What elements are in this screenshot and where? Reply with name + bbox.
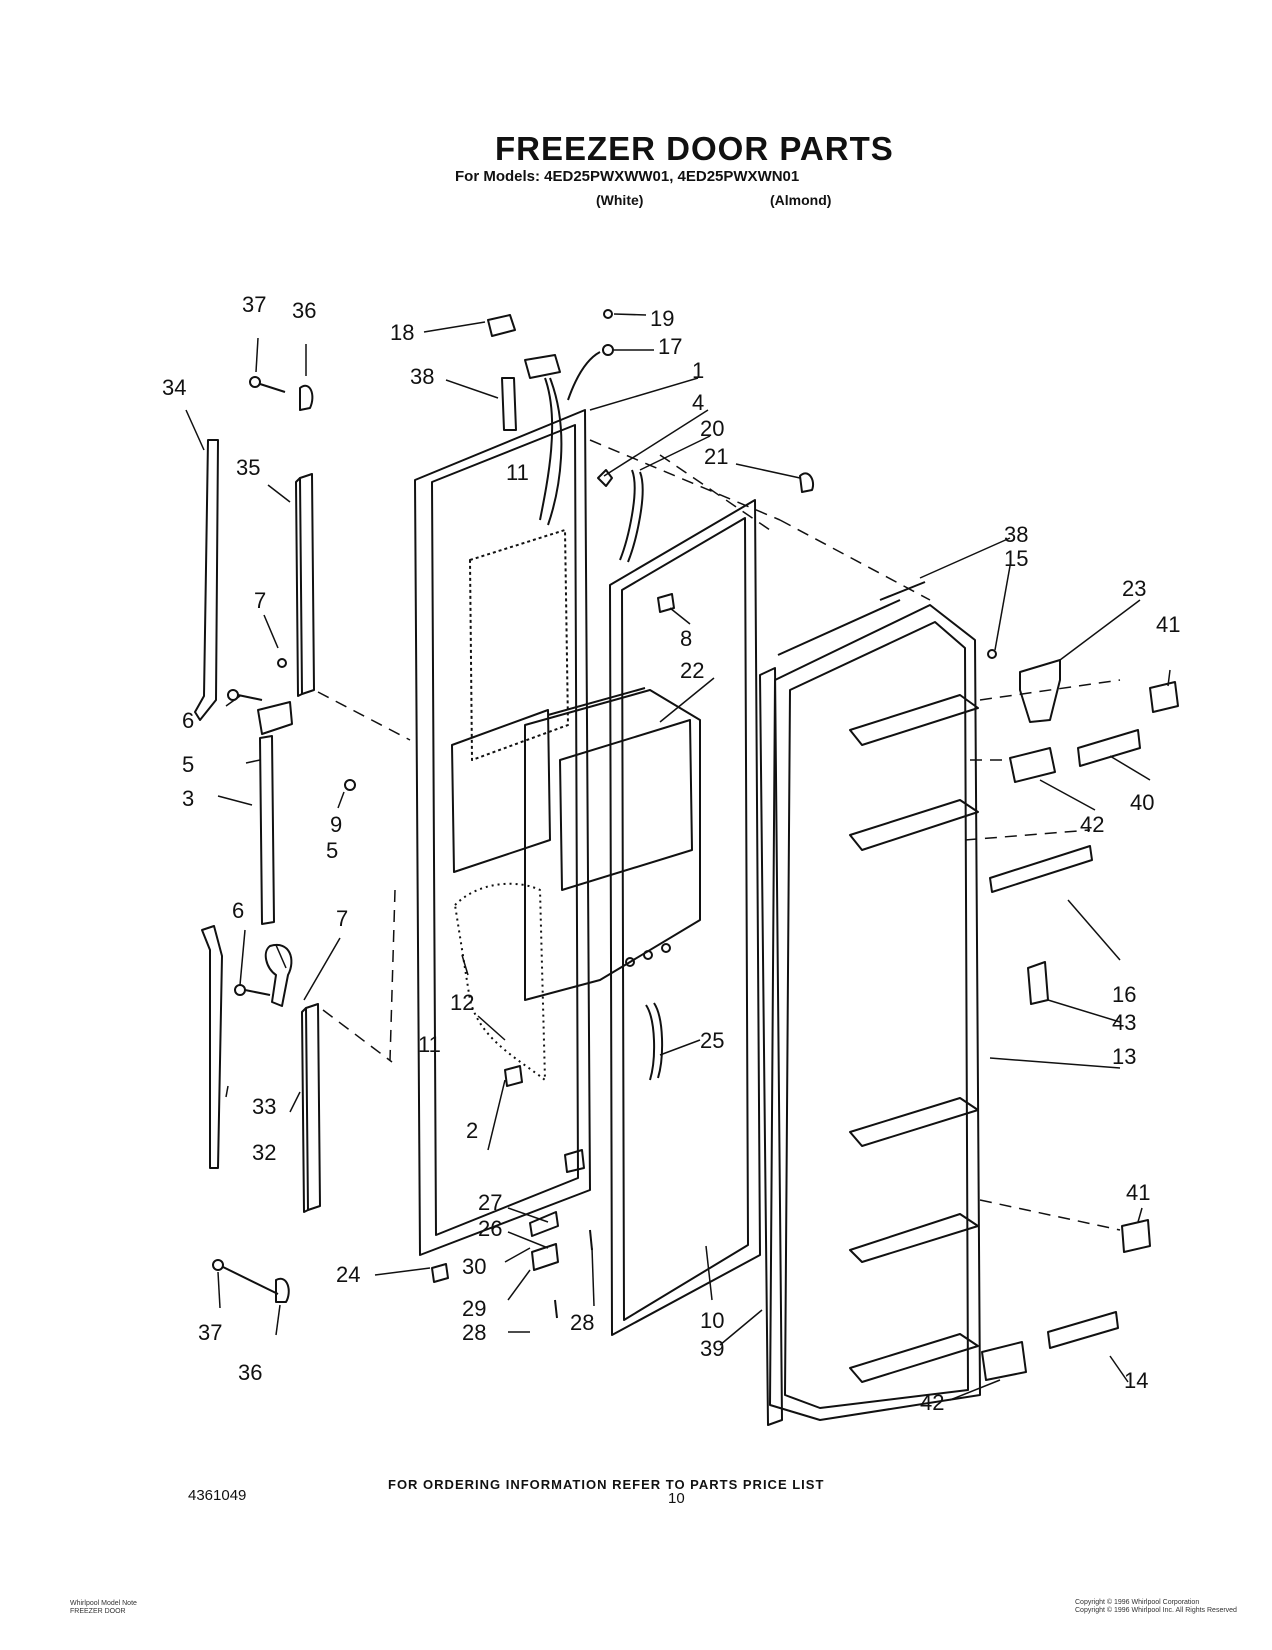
callout: 43 [1112, 1010, 1136, 1035]
callout: 36 [238, 1360, 262, 1385]
callout: 11 [506, 460, 529, 485]
door-shelves [849, 694, 979, 1383]
callout: 21 [704, 444, 728, 469]
fine-print-line: FREEZER DOOR [70, 1608, 126, 1615]
fine-print-right: Copyright © 1996 Whirlpool Corporation C… [1075, 1599, 1237, 1615]
callout: 39 [700, 1336, 724, 1361]
callout: 40 [1130, 790, 1154, 815]
callout: 28 [570, 1310, 594, 1335]
callout: 12 [450, 990, 474, 1015]
callout: 36 [292, 298, 316, 323]
callout: 32 [252, 1140, 276, 1165]
callout: 23 [1122, 576, 1146, 601]
page-title: FREEZER DOOR PARTS [495, 130, 894, 167]
fine-print-line: Copyright © 1996 Whirlpool Inc. All Righ… [1075, 1607, 1237, 1614]
hinge-pin-3 [259, 735, 275, 925]
shelf-ends-and-rails [981, 681, 1179, 1381]
color-almond-label: (Almond) [770, 192, 832, 208]
left-trim-strip-34 [194, 439, 219, 721]
callout: 3 [182, 786, 194, 811]
left-trim-strip-33 [201, 925, 223, 1169]
callout: 8 [680, 626, 692, 651]
callout: 13 [1112, 1044, 1136, 1069]
hinge-upper [227, 658, 356, 791]
callout: 22 [680, 658, 704, 683]
callout: 1 [692, 358, 704, 383]
callout: 18 [390, 320, 414, 345]
assembly-lines [317, 439, 1121, 1231]
leader-lines [185, 313, 1171, 1401]
callout: 7 [254, 588, 266, 613]
fine-print-left: Whirlpool Model Note FREEZER DOOR [70, 1600, 137, 1616]
models-line: For Models: 4ED25PWXWW01, 4ED25PWXWN01 [455, 168, 800, 185]
callout: 41 [1156, 612, 1180, 637]
fine-print-line: Whirlpool Model Note [70, 1600, 137, 1607]
callout: 29 [462, 1296, 486, 1321]
hinge-screws [212, 376, 314, 1303]
wire-harness [487, 314, 601, 526]
fine-print-line: Copyright © 1996 Whirlpool Corporation [1075, 1599, 1200, 1606]
callout: 34 [162, 375, 186, 400]
callout: 38 [1004, 522, 1028, 547]
callout: 33 [252, 1094, 276, 1119]
door-gasket [609, 499, 761, 1336]
callout: 6 [232, 898, 244, 923]
callout: 16 [1112, 982, 1136, 1007]
callout-labels: 37 36 34 35 7 6 5 3 9 5 6 7 33 32 37 36 … [162, 292, 1180, 1415]
diagram-header: FREEZER DOOR PARTS For Models: 4ED25PWXW… [0, 0, 1272, 230]
callout: 4 [692, 390, 704, 415]
color-white-label: (White) [596, 192, 644, 208]
callout: 25 [700, 1028, 724, 1053]
callout: 10 [700, 1308, 724, 1333]
callout: 38 [410, 364, 434, 389]
document-number: 4361049 [188, 1487, 247, 1504]
top-trim-38-right [879, 581, 997, 659]
callout: 37 [242, 292, 266, 317]
callout: 2 [466, 1118, 478, 1143]
callout: 37 [198, 1320, 222, 1345]
callout: 5 [326, 838, 338, 863]
callout: 42 [1080, 812, 1104, 837]
callout: 6 [182, 708, 194, 733]
callout: 14 [1124, 1368, 1148, 1393]
callout: 7 [336, 906, 348, 931]
callout: 20 [700, 416, 724, 441]
page-number: 10 [668, 1490, 685, 1507]
left-trim-strip-32 [301, 1003, 321, 1213]
callout: 26 [478, 1216, 502, 1241]
door-liner [759, 599, 981, 1426]
callout: 5 [182, 752, 194, 777]
callout: 35 [236, 455, 260, 480]
callout: 28 [462, 1320, 486, 1345]
callout: 30 [462, 1254, 486, 1279]
callout: 9 [330, 812, 342, 837]
callout: 11 [418, 1032, 441, 1057]
callout: 41 [1126, 1180, 1150, 1205]
ordering-note: FOR ORDERING INFORMATION REFER TO PARTS … [388, 1477, 825, 1492]
callout: 24 [336, 1262, 360, 1287]
callout: 19 [650, 306, 674, 331]
callout: 15 [1004, 546, 1028, 571]
door-outer-panel [414, 409, 591, 1256]
door-trim-38 [501, 377, 517, 431]
callout: 17 [658, 334, 682, 359]
callout: 27 [478, 1190, 502, 1215]
left-trim-strip-35 [295, 473, 315, 697]
callout: 42 [920, 1390, 944, 1415]
door-small-parts [431, 309, 814, 1319]
dispenser-housing [524, 687, 701, 1001]
